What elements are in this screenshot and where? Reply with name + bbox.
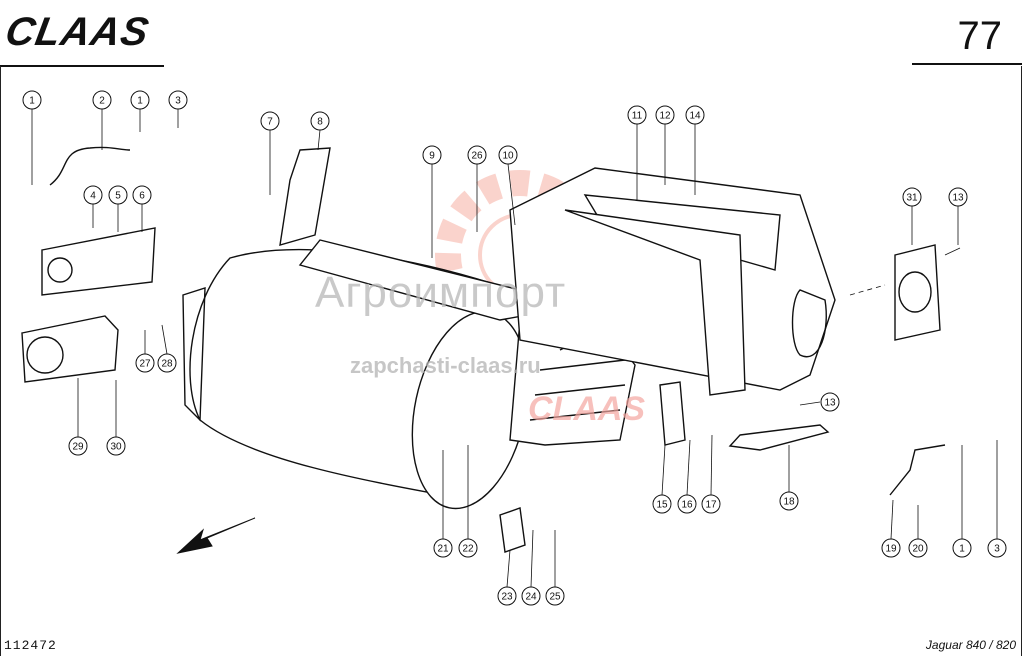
- callout-2: 2: [92, 90, 112, 110]
- callout-13: 13: [948, 187, 968, 207]
- bracket-23: [499, 507, 526, 553]
- callout-5: 5: [108, 185, 128, 205]
- callout-21: 21: [433, 538, 453, 558]
- watermark-title: Агроимпорт: [315, 268, 567, 317]
- bracket-8: [279, 147, 331, 246]
- pipe-19: [889, 444, 946, 496]
- callout-20: 20: [908, 538, 928, 558]
- page-number: 77: [957, 14, 1003, 58]
- callout-3: 3: [168, 90, 188, 110]
- callout-1: 1: [952, 538, 972, 558]
- clamp-15: [659, 381, 686, 446]
- svg-text:8: 8: [317, 117, 323, 128]
- svg-text:1: 1: [29, 96, 35, 107]
- callout-22: 22: [458, 538, 478, 558]
- watermark-url: zapchasti-claas.ru: [350, 353, 541, 378]
- svg-text:13: 13: [824, 398, 836, 409]
- watermark-brand: CLAAS: [528, 390, 646, 428]
- callout-16: 16: [677, 494, 697, 514]
- svg-text:6: 6: [139, 191, 145, 202]
- svg-text:4: 4: [90, 191, 96, 202]
- callout-15: 15: [652, 494, 672, 514]
- callout-27: 27: [135, 353, 155, 373]
- pipe-2: [49, 146, 131, 186]
- callout-29: 29: [68, 436, 88, 456]
- header-rule-right: [912, 63, 1022, 65]
- svg-text:22: 22: [462, 544, 474, 555]
- callouts: 1 2 1 3 4 5 6 7 8 9 26 10 11 12 14 31 13…: [22, 90, 1007, 606]
- callout-26: 26: [467, 145, 487, 165]
- diagram-frame: [0, 66, 1022, 656]
- dash-leader-31: [849, 284, 886, 296]
- svg-text:17: 17: [705, 500, 717, 511]
- svg-text:15: 15: [656, 500, 668, 511]
- svg-text:5: 5: [115, 191, 121, 202]
- svg-text:12: 12: [659, 111, 671, 122]
- leader-lines: [31, 109, 998, 588]
- callout-23: 23: [497, 586, 517, 606]
- callout-11: 11: [627, 105, 647, 125]
- callout-8: 8: [310, 111, 330, 131]
- callout-30: 30: [106, 436, 126, 456]
- svg-text:3: 3: [175, 96, 181, 107]
- header-rule-left: [0, 65, 164, 67]
- callout-1: 1: [22, 90, 42, 110]
- svg-text:20: 20: [912, 544, 924, 555]
- callout-7: 7: [260, 111, 280, 131]
- callout-4: 4: [83, 185, 103, 205]
- svg-text:31: 31: [906, 193, 918, 204]
- svg-text:7: 7: [267, 117, 273, 128]
- cover-plate-18: [728, 424, 830, 451]
- svg-text:1: 1: [959, 544, 965, 555]
- svg-text:3: 3: [994, 544, 1000, 555]
- callout-28: 28: [157, 353, 177, 373]
- svg-text:10: 10: [502, 151, 514, 162]
- svg-text:26: 26: [471, 151, 483, 162]
- gasket-31: [894, 244, 941, 341]
- callout-14: 14: [685, 105, 705, 125]
- svg-text:14: 14: [689, 111, 701, 122]
- svg-text:19: 19: [885, 544, 897, 555]
- svg-text:2: 2: [99, 96, 105, 107]
- svg-text:21: 21: [437, 544, 449, 555]
- mounting-plate-6: [41, 227, 156, 296]
- callout-9: 9: [422, 145, 442, 165]
- callout-13: 13: [820, 392, 840, 412]
- svg-text:9: 9: [429, 151, 435, 162]
- svg-text:30: 30: [110, 442, 122, 453]
- callout-1: 1: [130, 90, 150, 110]
- svg-text:27: 27: [139, 359, 151, 370]
- svg-text:28: 28: [161, 359, 173, 370]
- callout-24: 24: [521, 586, 541, 606]
- svg-text:13: 13: [952, 193, 964, 204]
- callout-3: 3: [987, 538, 1007, 558]
- callout-6: 6: [132, 185, 152, 205]
- flange-plate-29: [21, 315, 119, 383]
- model-label: Jaguar 840 / 820: [925, 638, 1016, 652]
- leader-13a: [944, 247, 961, 256]
- callout-25: 25: [545, 586, 565, 606]
- svg-text:23: 23: [501, 592, 513, 603]
- svg-text:18: 18: [783, 497, 795, 508]
- svg-text:1: 1: [137, 96, 143, 107]
- callout-10: 10: [498, 145, 518, 165]
- svg-text:24: 24: [525, 592, 537, 603]
- callout-12: 12: [655, 105, 675, 125]
- svg-text:11: 11: [632, 111, 643, 122]
- callout-18: 18: [779, 491, 799, 511]
- callout-31: 31: [902, 187, 922, 207]
- document-number: 112472: [4, 638, 57, 653]
- svg-text:16: 16: [681, 500, 693, 511]
- svg-text:29: 29: [72, 442, 84, 453]
- insulation-mat-14: [564, 209, 746, 396]
- svg-text:25: 25: [549, 592, 561, 603]
- callout-19: 19: [881, 538, 901, 558]
- direction-arrow: [176, 517, 256, 554]
- callout-17: 17: [701, 494, 721, 514]
